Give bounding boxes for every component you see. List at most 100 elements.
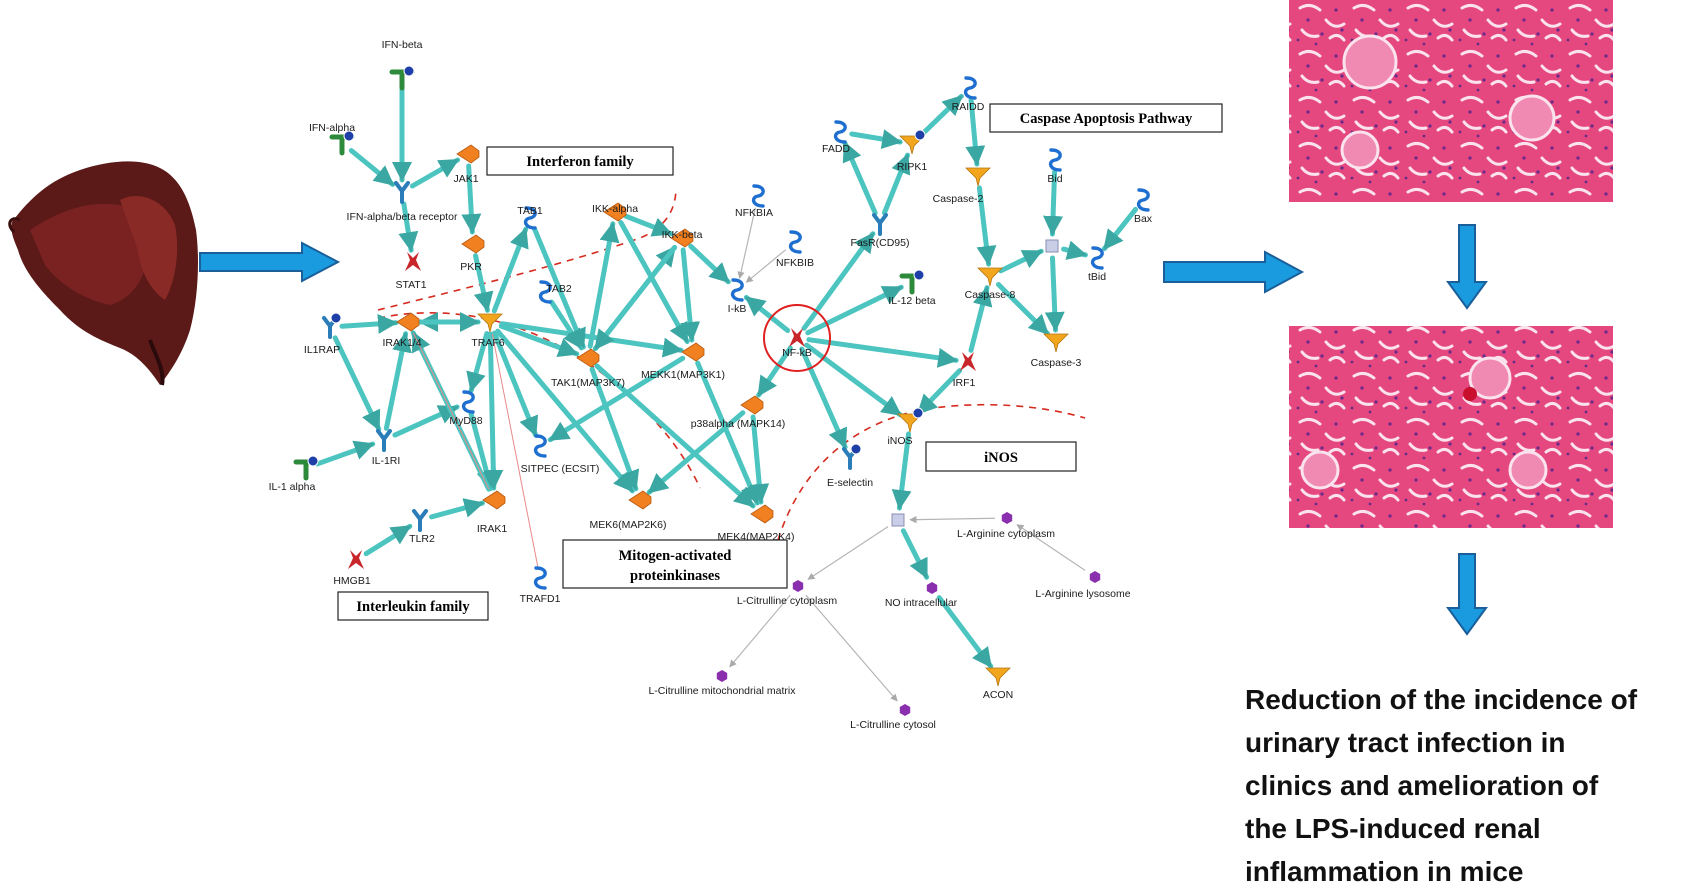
node-label-nfkbia: NFKBIA	[735, 207, 773, 219]
edge-hmgb1-tlr2	[363, 523, 413, 557]
edge-tab1-tak1	[532, 226, 586, 350]
node-mekk1: MEKK1(MAP3K1)	[641, 342, 725, 381]
edge-irf1-inosn	[915, 368, 963, 416]
node-il1a: IL-1 alpha	[269, 455, 319, 493]
node-ikka: IKK-alpha	[592, 202, 638, 222]
edge-casp8-casp3	[995, 281, 1051, 337]
node-label-tlr2: TLR2	[409, 533, 435, 545]
node-label-bid: Bid	[1047, 173, 1062, 185]
node-myd88: MyD88	[449, 390, 483, 427]
inos-label: iNOS	[984, 450, 1018, 466]
node-irak14: IRAK1/4	[382, 312, 422, 349]
node-label-irak14: IRAK1/4	[382, 337, 421, 349]
node-ifna: IFN-alpha	[309, 122, 355, 156]
node-nfkbia: NFKBIA	[735, 184, 773, 219]
node-traf6: TRAF6	[471, 313, 505, 349]
nfkb-highlight-circle	[763, 304, 831, 372]
edge-inosn-hub2	[891, 431, 912, 511]
node-fadd: FADD	[822, 120, 850, 155]
mapk-label-line1: Mitogen-activated	[619, 548, 732, 564]
edge-hub2-lcitc	[807, 526, 889, 580]
node-inosn: iNOS	[887, 407, 924, 447]
node-ifnr: IFN-alpha/beta receptor	[347, 181, 458, 223]
histology-panel-top	[1289, 0, 1613, 202]
node-label-pkr: PKR	[460, 261, 482, 273]
conclusion-line-4: the LPS-induced renal	[1245, 813, 1541, 844]
mapk-box: Mitogen-activated proteinkinases	[562, 539, 788, 589]
node-ikkb: IKK-beta	[662, 228, 703, 248]
node-irak1: IRAK1	[477, 490, 508, 535]
node-hub1	[1045, 239, 1059, 253]
flow-arrow-left	[199, 241, 341, 283]
node-hmgb1: HMGB1	[333, 550, 371, 587]
conclusion-line-5: inflammation in mice	[1245, 856, 1524, 887]
node-label-irak1: IRAK1	[477, 523, 508, 535]
node-label-sitpec: SITPEC (ECSIT)	[521, 463, 600, 475]
node-il1ri: IL-1RI	[372, 429, 400, 467]
edge-nfkb-irf1	[806, 337, 959, 368]
edge-tak1-mek4	[594, 363, 756, 509]
node-label-acon: ACON	[983, 689, 1013, 701]
edge-jak1-pkr	[461, 163, 482, 235]
node-label-tab1: TAB1	[517, 205, 543, 217]
interferon-family-box: Interferon family	[486, 146, 674, 176]
edge-ikkb-tak1	[592, 244, 678, 352]
mapk-label-line2: proteinkinases	[630, 568, 720, 584]
edge-il1rap-irak14	[339, 313, 399, 334]
edge-ikka-mekk1	[618, 219, 690, 345]
edge-hub2-noi	[900, 528, 930, 580]
node-label-tak1: TAK1(MAP3K7)	[551, 377, 625, 389]
edge-ikkb-ikb	[688, 243, 731, 285]
edge-hub1-tbid	[1061, 240, 1088, 260]
edge-p38-mek6	[646, 410, 746, 495]
node-label-nfkbib: NFKBIB	[776, 257, 814, 269]
interferon-family-label: Interferon family	[526, 154, 634, 170]
edge-il1rap-il1ri	[332, 335, 382, 432]
node-label-il12b: IL-12 beta	[888, 295, 935, 307]
node-label-casp2: Caspase-2	[933, 193, 984, 205]
dashed-boundaries	[377, 187, 1086, 541]
node-irf1: IRF1	[953, 352, 976, 389]
node-label-p38: p38alpha (MAPK14)	[691, 418, 786, 430]
conclusion-text: Reduction of the incidence of urinary tr…	[1245, 678, 1681, 893]
node-label-largc: L-Arginine cytoplasm	[957, 528, 1055, 540]
edge-largc-hub2	[909, 516, 996, 524]
node-nfkb: NF-kB	[782, 328, 812, 359]
node-tab1: TAB1	[517, 205, 543, 230]
edge-il1ri-irak14	[383, 331, 412, 431]
node-casp8: Caspase-8	[965, 267, 1016, 301]
node-acon: ACON	[983, 667, 1013, 701]
node-tak1: TAK1(MAP3K7)	[551, 348, 625, 389]
node-label-bax: Bax	[1134, 213, 1153, 225]
node-label-mekk1: MEKK1(MAP3K1)	[641, 369, 725, 381]
node-label-jak1: JAK1	[453, 173, 478, 185]
edge-il1a-il1ri	[314, 440, 376, 467]
edge-nfkb-ikb	[743, 294, 791, 334]
node-lcitm: L-Citrulline mitochondrial matrix	[648, 670, 796, 697]
node-bax: Bax	[1134, 188, 1153, 225]
node-lcits: L-Citrulline cytosol	[850, 704, 936, 731]
node-largl: L-Arginine lysosome	[1035, 571, 1131, 600]
node-tbid: tBid	[1088, 246, 1106, 283]
edge-nfkbia-ikb	[737, 207, 756, 279]
node-label-lcitm: L-Citrulline mitochondrial matrix	[648, 685, 796, 697]
edge-lcitc-lcits	[805, 594, 898, 702]
caspase-pathway-box: Caspase Apoptosis Pathway	[989, 103, 1223, 133]
edge-casp8-hub1	[998, 248, 1044, 274]
node-label-il1rap: IL1RAP	[304, 344, 340, 356]
node-noi: NO intracellular	[885, 582, 958, 609]
node-label-stat1: STAT1	[395, 279, 426, 291]
edge-ifna-ifnr	[348, 148, 396, 187]
edge-irf1-casp8	[968, 285, 993, 353]
hibiscus-calyx-image	[8, 161, 198, 386]
edge-casp2-casp8	[976, 185, 997, 267]
node-label-ripk1: RIPK1	[897, 161, 928, 173]
node-label-largl: L-Arginine lysosome	[1035, 588, 1130, 600]
flow-arrow-right	[1163, 250, 1305, 294]
edge-ifnr-stat1	[398, 201, 419, 253]
node-label-traf6: TRAF6	[471, 337, 504, 349]
node-label-noi: NO intracellular	[885, 597, 958, 609]
edge-pkr-traf6	[473, 253, 494, 313]
conclusion-line-2: urinary tract infection in	[1245, 727, 1566, 758]
edge-nfkbib-ikb	[745, 249, 787, 283]
